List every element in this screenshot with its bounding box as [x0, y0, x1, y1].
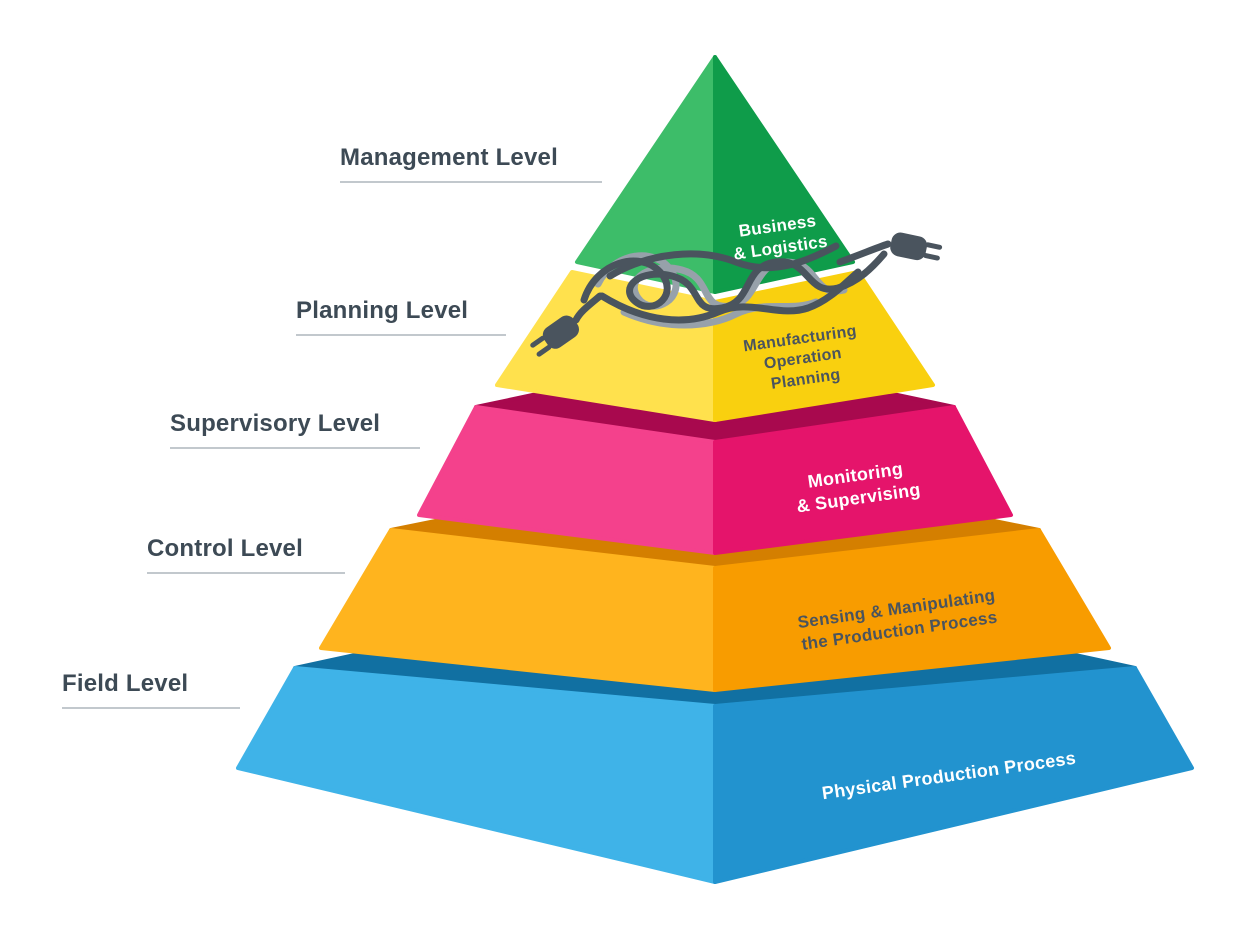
- tier-management-level: [575, 55, 855, 294]
- side-label-text: Supervisory Level: [170, 410, 381, 437]
- tier-control-right-face: [713, 528, 1111, 692]
- power-plug-right: [890, 232, 943, 261]
- cable-highlight-strand: [620, 298, 820, 329]
- cable-to-right-plug: [836, 240, 892, 266]
- tier-field-right-face: [713, 666, 1194, 884]
- side-label-field-level: Field Level: [62, 670, 240, 709]
- tier-management-right-face: [713, 55, 855, 294]
- side-label-text: Control Level: [147, 535, 303, 562]
- side-label-planning-level: Planning Level: [296, 297, 506, 336]
- cable-dark-strand: [580, 250, 888, 313]
- side-label-control-level: Control Level: [147, 535, 345, 574]
- tier-control-level: [319, 512, 1111, 692]
- tier-field-left-face: [236, 666, 717, 884]
- side-label-supervisory-level: Supervisory Level: [170, 410, 420, 449]
- tangled-cables-illustration: [530, 232, 943, 357]
- power-plug-left: [530, 315, 579, 357]
- tier-supervisory-right-face: [713, 405, 1013, 555]
- cable-to-left-plug: [572, 292, 604, 324]
- side-label-text: Field Level: [62, 670, 189, 697]
- side-label-text: Management Level: [340, 144, 558, 171]
- side-label-management-level: Management Level: [340, 144, 602, 183]
- tier-supervisory-level: [417, 388, 1013, 555]
- cable-dark-strand: [598, 268, 862, 324]
- side-label-text: Planning Level: [296, 297, 469, 324]
